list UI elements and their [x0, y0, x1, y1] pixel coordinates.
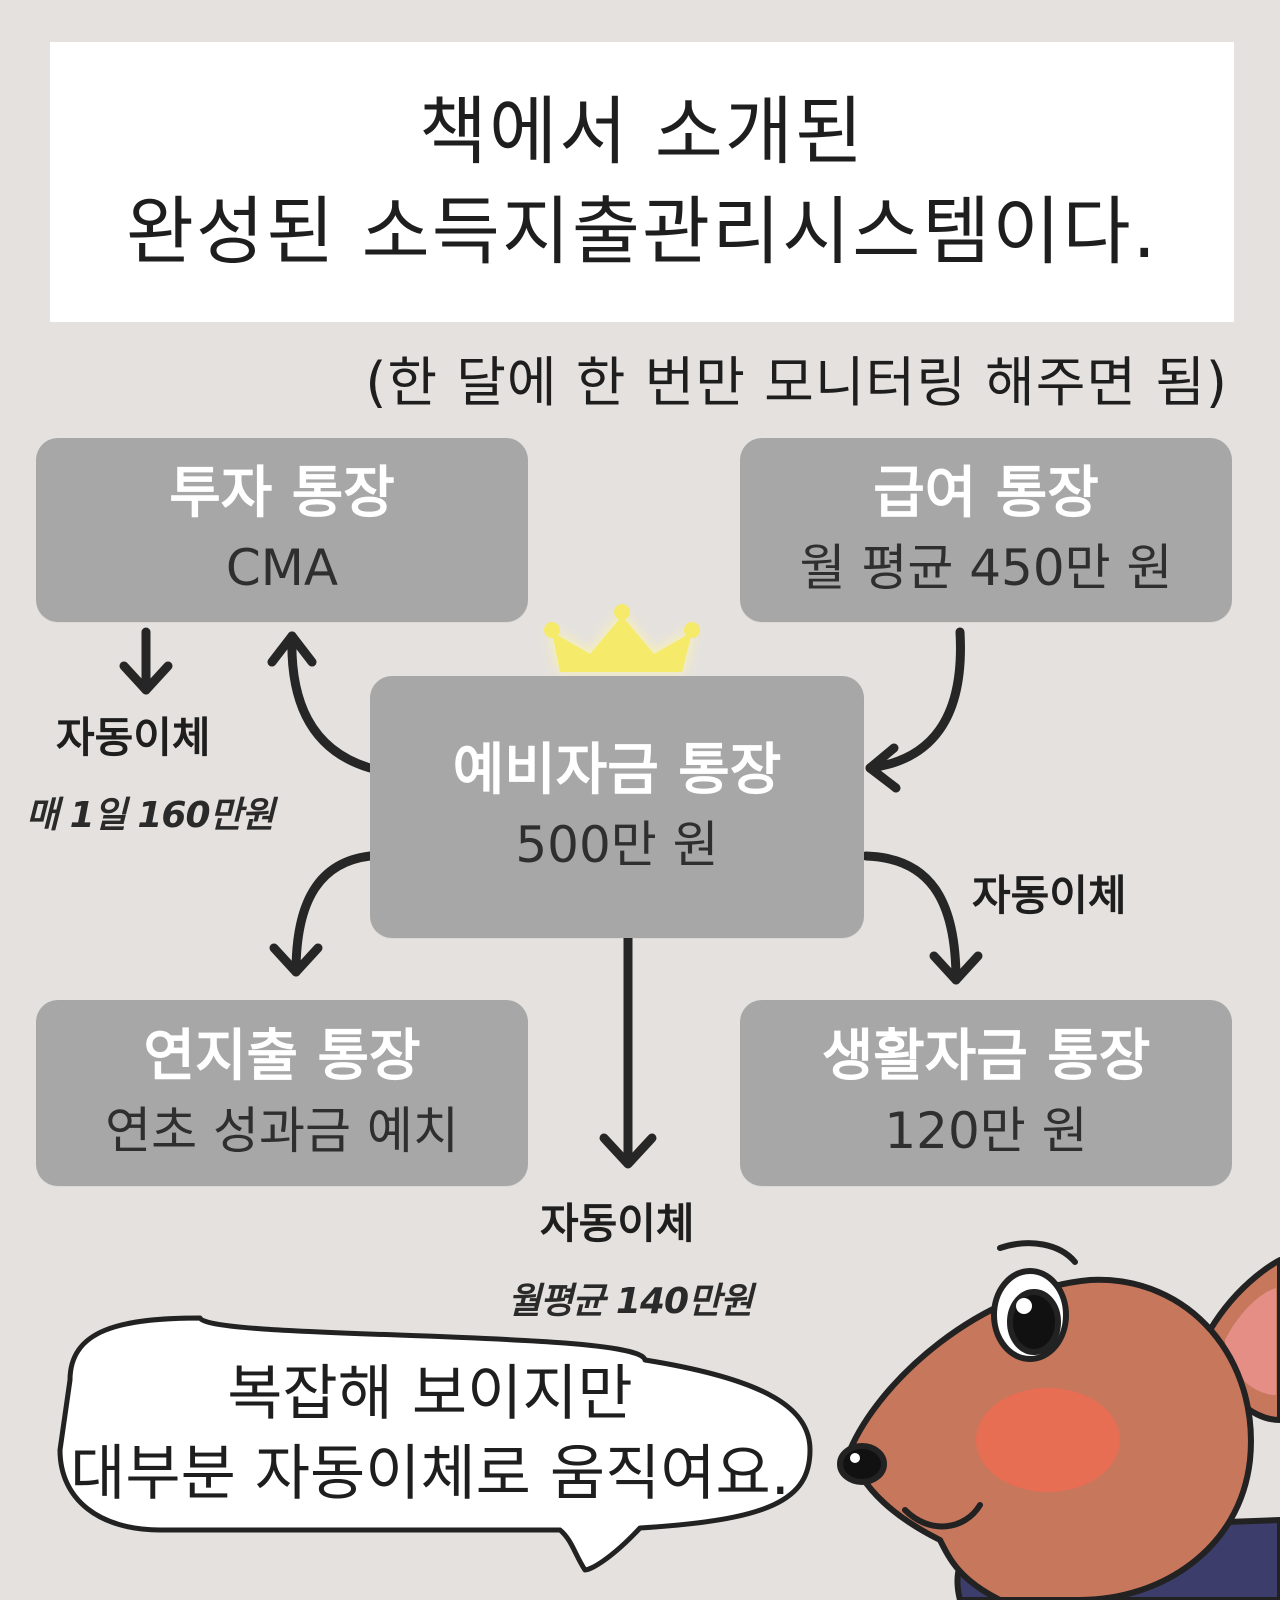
reserve-account-sub: 500만 원 — [515, 809, 718, 881]
auto-transfer-left-note: 매 1일 160만원 — [26, 786, 274, 838]
invest-account-sub: CMA — [226, 532, 338, 604]
arrow-salary-to-reserve — [870, 632, 960, 768]
bubble-line-2: 대부분 자동이체로 움직여요. — [40, 1434, 820, 1514]
reserve-account-box: 예비자금 통장 500만 원 — [370, 676, 864, 938]
annual-account-box: 연지출 통장 연초 성과금 예치 — [36, 1000, 528, 1186]
salary-account-sub: 월 평균 450만 원 — [799, 532, 1172, 604]
annual-account-title: 연지출 통장 — [143, 1019, 420, 1095]
living-account-box: 생활자금 통장 120만 원 — [740, 1000, 1232, 1186]
reserve-account-title: 예비자금 통장 — [453, 733, 782, 809]
auto-transfer-right-label: 자동이체 — [972, 862, 1127, 923]
invest-account-box: 투자 통장 CMA — [36, 438, 528, 622]
auto-transfer-left-label: 자동이체 — [56, 704, 211, 765]
salary-account-box: 급여 통장 월 평균 450만 원 — [740, 438, 1232, 622]
character-illustration — [840, 1243, 1280, 1600]
living-account-title: 생활자금 통장 — [822, 1019, 1151, 1095]
invest-account-title: 투자 통장 — [169, 456, 395, 532]
crown-icon — [544, 604, 700, 672]
annual-account-sub: 연초 성과금 예치 — [105, 1095, 459, 1167]
auto-transfer-bottom-label: 자동이체 — [540, 1190, 695, 1251]
living-account-sub: 120만 원 — [884, 1095, 1087, 1167]
auto-transfer-bottom-note: 월평균 140만원 — [508, 1272, 752, 1324]
bubble-line-1: 복잡해 보이지만 — [40, 1354, 820, 1434]
salary-account-title: 급여 통장 — [873, 456, 1099, 532]
